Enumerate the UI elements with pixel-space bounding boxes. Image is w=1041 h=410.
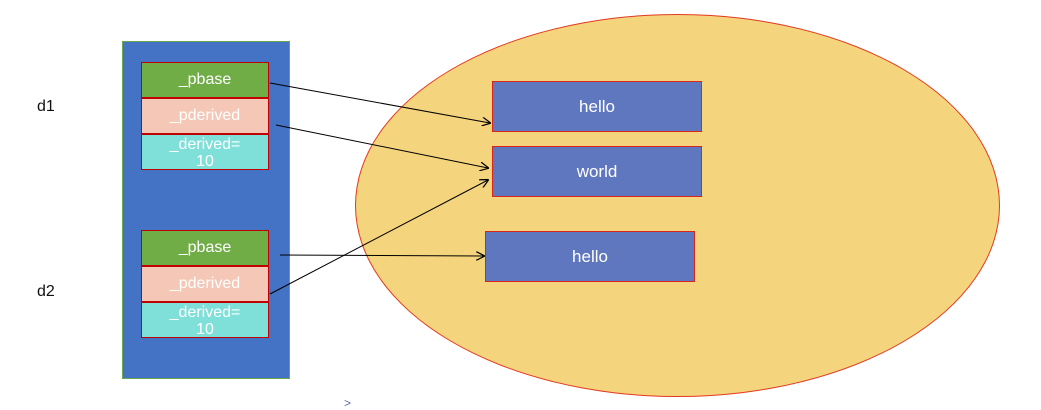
d1-pbase-cell: _pbase bbox=[141, 62, 269, 98]
caret-glyph: > bbox=[344, 396, 352, 410]
d2-derived-cell: _derived= 10 bbox=[141, 302, 269, 338]
d2-pbase-cell: _pbase bbox=[141, 230, 269, 266]
heap-string-world: world bbox=[492, 146, 702, 197]
d2-derived-label: _derived= bbox=[169, 304, 241, 321]
d1-derived-label: _derived= bbox=[169, 136, 241, 153]
heap-region bbox=[355, 14, 1000, 397]
heap-string-hello-2: hello bbox=[485, 231, 695, 282]
d2-pderived-cell: _pderived bbox=[141, 266, 269, 302]
d2-derived-value: 10 bbox=[196, 321, 214, 338]
heap-string-hello-1: hello bbox=[492, 81, 702, 132]
d1-derived-cell: _derived= 10 bbox=[141, 134, 269, 170]
object-label-d1: d1 bbox=[37, 98, 55, 115]
d1-pderived-cell: _pderived bbox=[141, 98, 269, 134]
d1-derived-value: 10 bbox=[196, 153, 214, 170]
object-label-d2: d2 bbox=[37, 283, 55, 300]
